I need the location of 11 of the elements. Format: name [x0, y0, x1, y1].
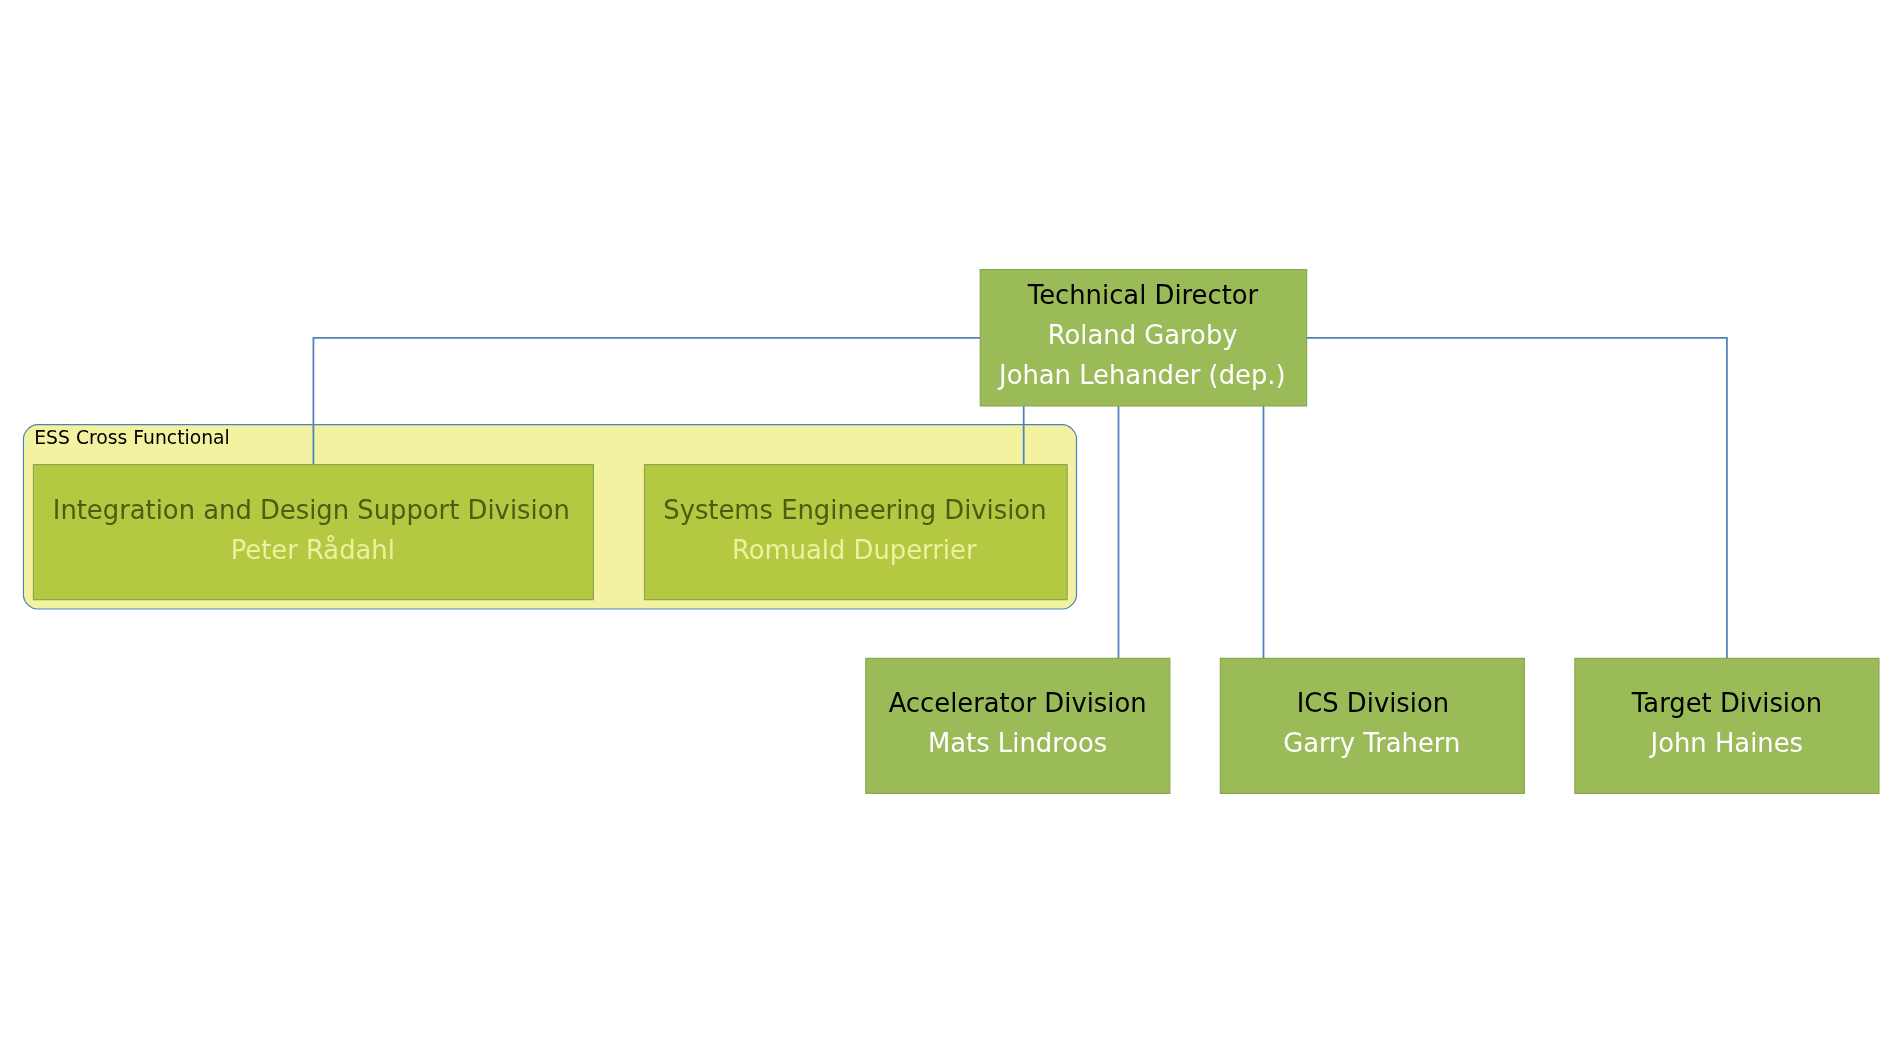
node-box: Integration and Design Support Division Peter Rådahl	[32, 464, 594, 601]
connector	[1305, 336, 1728, 660]
connector	[1022, 405, 1025, 466]
connector	[1262, 405, 1265, 659]
node-box: Accelerator Division Mats Lindroos	[865, 657, 1171, 794]
connector	[312, 336, 981, 465]
node-box: Technical Director Roland Garoby Johan Lehander (dep.)	[979, 269, 1308, 407]
node-box: Target Division John Haines	[1574, 657, 1880, 794]
node-box: Systems Engineering Division Romuald Duperrier	[643, 464, 1068, 601]
node-box: ICS Division Garry Trahern	[1219, 657, 1525, 794]
connector	[1117, 405, 1120, 659]
